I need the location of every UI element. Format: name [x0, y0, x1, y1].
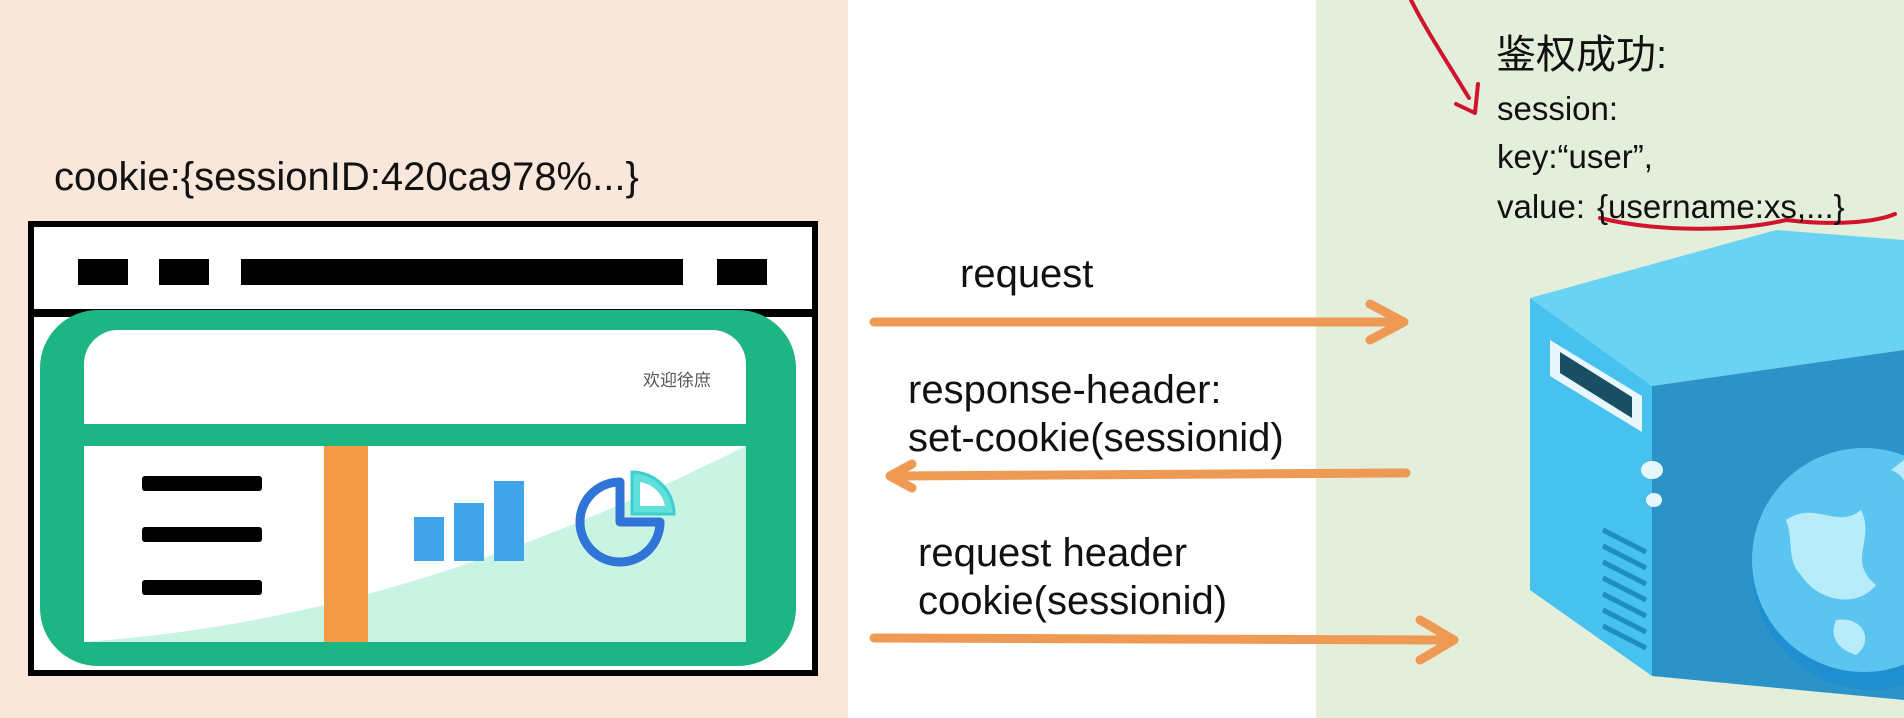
- session-key-label: key:“user”,: [1497, 138, 1653, 175]
- session-value-body: {username:xs,...}: [1597, 188, 1845, 225]
- menu-line: [142, 580, 262, 595]
- bar-chart-icon: [414, 481, 524, 561]
- response-header-label: response-header:: [908, 368, 1222, 412]
- response-arrow: [885, 459, 1411, 493]
- sidebar-divider: [324, 446, 368, 642]
- session-value-prefix: value:: [1497, 188, 1586, 225]
- flow-panel: [848, 0, 1316, 718]
- auth-success-title: 鉴权成功:: [1496, 33, 1668, 77]
- annotation-pen-arrow: [1409, 0, 1897, 231]
- cookie-label: cookie:{sessionID:420ca978%...}: [54, 155, 639, 199]
- menu-line: [142, 476, 262, 491]
- server-illustration: [1409, 0, 1904, 700]
- request-header-arrow: [869, 615, 1459, 665]
- globe-icon: [1752, 448, 1904, 690]
- toolbar-block: [78, 259, 128, 285]
- toolbar-block: [159, 259, 209, 285]
- cookie-header-label: cookie(sessionid): [918, 579, 1228, 623]
- app-body-wave: [84, 446, 746, 642]
- app-header: [84, 330, 746, 424]
- session-label: session:: [1497, 90, 1619, 127]
- toolbar-block: [717, 259, 767, 285]
- browser-toolbar: [34, 227, 812, 309]
- set-cookie-label: set-cookie(sessionid): [908, 416, 1284, 460]
- welcome-text: 欢迎徐庶: [643, 371, 711, 391]
- request-header-label: request header: [918, 531, 1188, 575]
- address-bar: [241, 259, 683, 285]
- request-label: request: [960, 252, 1094, 296]
- pie-chart-icon: [575, 470, 676, 567]
- menu-line: [142, 527, 262, 542]
- request-arrow: [869, 299, 1409, 345]
